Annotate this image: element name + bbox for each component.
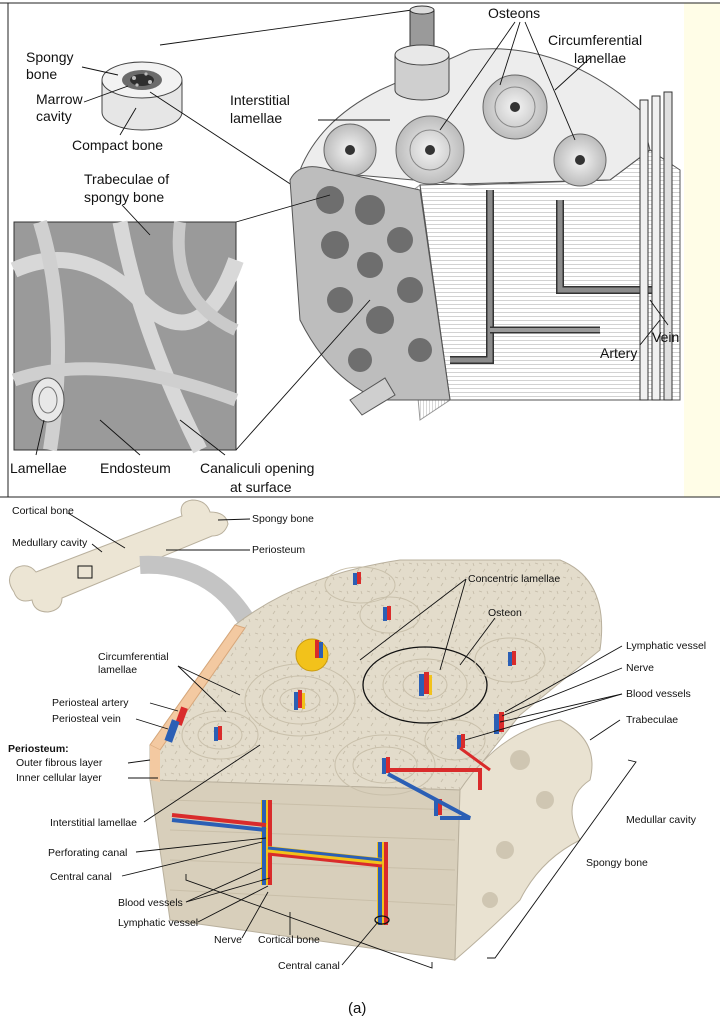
label-outer-fibrous-layer: Outer fibrous layer <box>16 757 103 769</box>
label-osteons: Osteons <box>488 5 540 21</box>
label-periosteal-artery: Periosteal artery <box>52 697 129 709</box>
label-spongy-bone-top: Spongy bone <box>252 513 314 525</box>
label-central-canal-bottom: Central canal <box>278 960 340 972</box>
tissue-block <box>150 560 602 960</box>
label-nerve-right: Nerve <box>626 662 654 674</box>
label-endosteum: Endosteum <box>100 460 171 476</box>
label-vein: Vein <box>652 329 679 345</box>
label-interstitial-lamellae-2: lamellae <box>230 110 282 126</box>
leader-periosteal-vein <box>136 719 168 729</box>
label-blood-vessels-right: Blood vessels <box>626 688 691 700</box>
trabeculae-inset <box>14 222 236 450</box>
label-trabeculae: Trabeculae <box>626 714 678 726</box>
label-circumferential-lamellae-2: lamellae <box>574 50 626 66</box>
label-medullar-cavity: Medullar cavity <box>626 814 697 826</box>
label-central-canal-left: Central canal <box>50 871 112 883</box>
leader-trabeculae <box>590 720 620 740</box>
label-marrow-cavity-2: cavity <box>36 108 72 124</box>
label-interstitial-lamellae-1: Interstitial <box>230 92 290 108</box>
label-blood-vessels-bottom: Blood vessels <box>118 897 183 909</box>
label-lymphatic-vessel-right: Lymphatic vessel <box>626 640 706 652</box>
label-cortical-bone-top: Cortical bone <box>12 505 74 517</box>
label-circumferential-1: Circumferential <box>98 651 169 663</box>
label-medullary-cavity-top: Medullary cavity <box>12 537 88 549</box>
label-spongy-bone-2: bone <box>26 66 57 82</box>
label-artery: Artery <box>600 345 637 361</box>
label-marrow-cavity-1: Marrow <box>36 91 84 107</box>
leader-outer-fibrous <box>128 760 150 763</box>
bone-cylinder-thumbnail <box>102 62 182 130</box>
bottom-figure-bone-tissue: Cortical bone Spongy bone Medullary cavi… <box>0 497 720 1017</box>
label-periosteal-vein: Periosteal vein <box>52 713 121 725</box>
label-circumferential-2: lamellae <box>98 664 137 676</box>
label-canaliculi-1: Canaliculi opening <box>200 460 314 476</box>
top-figure-compact-spongy-bone: Osteons Circumferential lamellae Spongy … <box>0 3 720 497</box>
label-spongy-bone-1: Spongy <box>26 49 73 65</box>
leader-periosteal-artery <box>150 703 178 711</box>
label-spongy-bone-right: Spongy bone <box>586 857 648 869</box>
label-periosteum-heading: Periosteum: <box>8 743 69 755</box>
label-osteon: Osteon <box>488 607 522 619</box>
label-circumferential-lamellae-1: Circumferential <box>548 32 642 48</box>
label-compact-bone: Compact bone <box>72 137 163 153</box>
label-perforating-canal: Perforating canal <box>48 847 127 859</box>
label-inner-cellular-layer: Inner cellular layer <box>16 772 102 784</box>
label-periosteum: Periosteum <box>252 544 305 556</box>
label-lymphatic-vessel-bottom: Lymphatic vessel <box>118 917 198 929</box>
label-trabeculae-2: spongy bone <box>84 189 164 205</box>
label-interstitial-lamellae: Interstitial lamellae <box>50 817 137 829</box>
label-concentric-lamellae: Concentric lamellae <box>468 573 560 585</box>
label-nerve-bottom: Nerve <box>214 934 242 946</box>
figure-caption: (a) <box>348 1000 366 1017</box>
label-cortical-bone-bottom: Cortical bone <box>258 934 320 946</box>
top-panel-cream-strip <box>684 3 720 497</box>
label-canaliculi-2: at surface <box>230 479 292 495</box>
label-lamellae: Lamellae <box>10 460 67 476</box>
label-trabeculae-1: Trabeculae of <box>84 171 169 187</box>
